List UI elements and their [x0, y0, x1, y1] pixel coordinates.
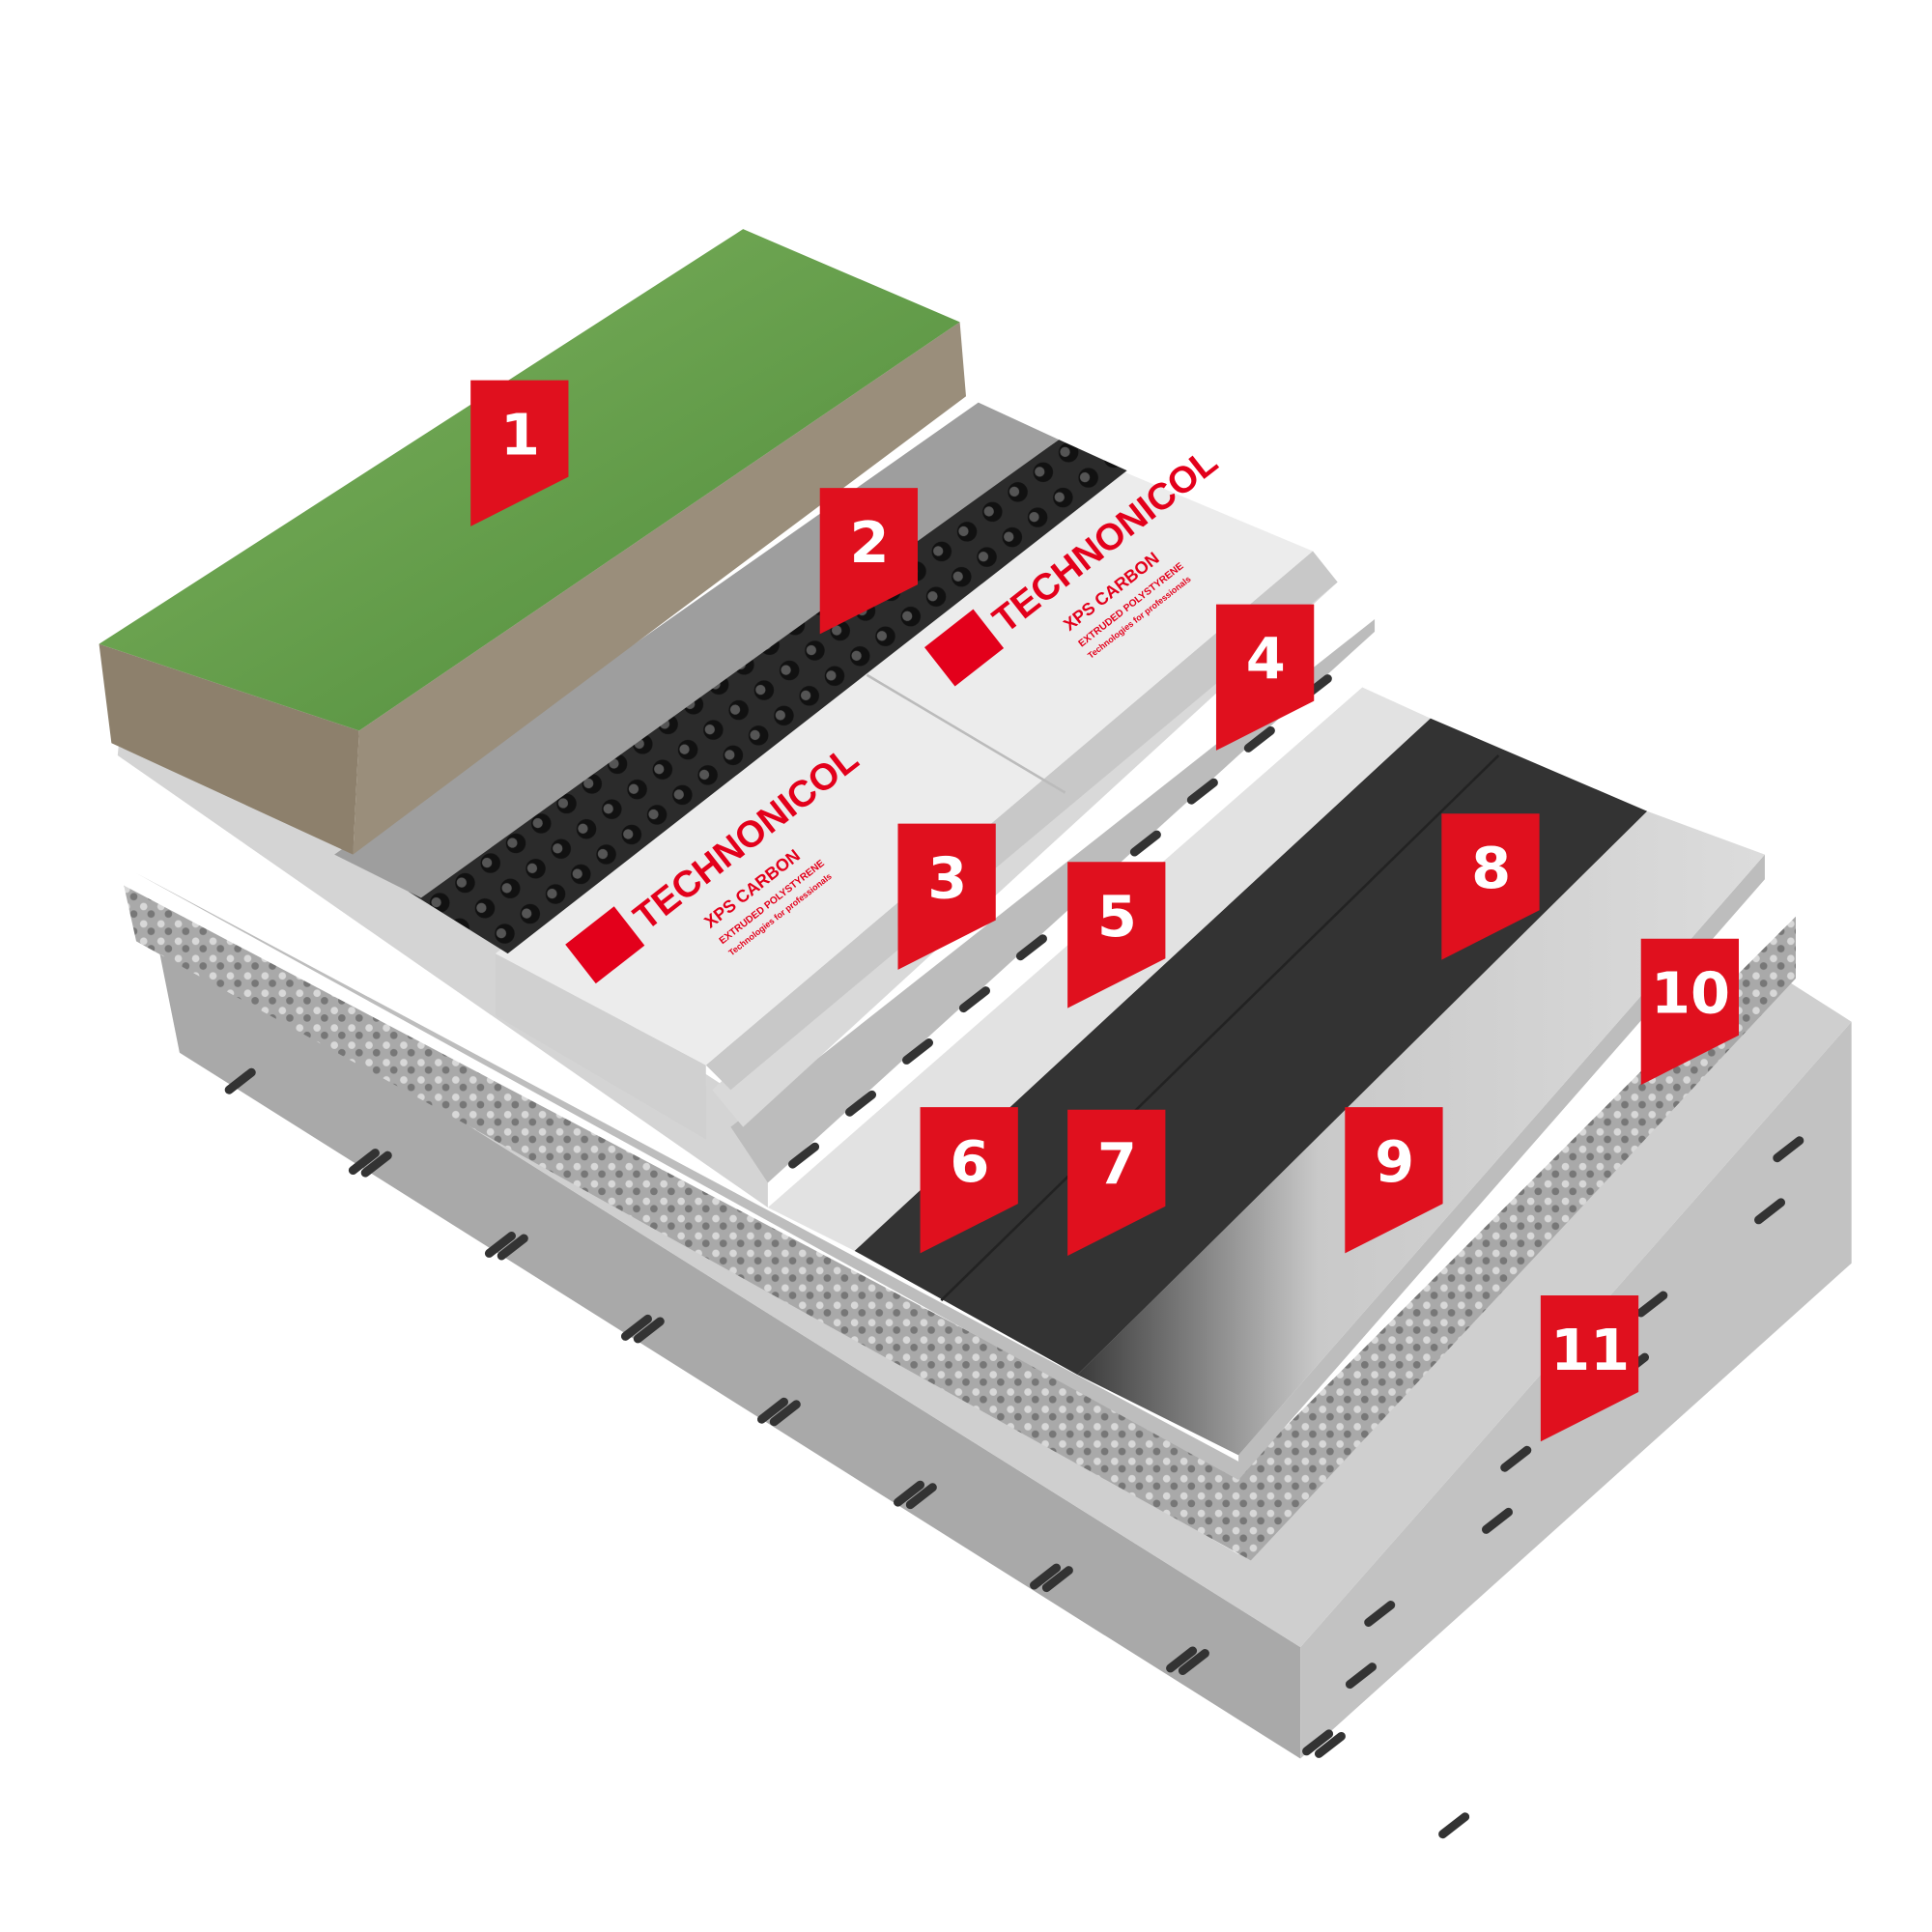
marker-number: 2 [849, 509, 889, 576]
layer-marker-7: 7 [1067, 1109, 1166, 1256]
layer-marker-2: 2 [819, 488, 918, 635]
layer-markers: 1 2 3 4 5 6 7 8 9 10 11 [470, 380, 1739, 1442]
marker-number: 6 [950, 1128, 989, 1195]
rebar-pin [1773, 1136, 1804, 1163]
brand-logo-icon [923, 609, 1005, 687]
rebar-pin [1636, 1291, 1668, 1318]
marker-flag [1067, 862, 1166, 1009]
marker-flag [1640, 938, 1739, 1086]
marker-number: 1 [500, 402, 540, 469]
marker-number: 5 [1097, 883, 1137, 950]
rebar-pin [1438, 1812, 1470, 1839]
layer-marker-5: 5 [1067, 862, 1166, 1009]
rebar-pin [845, 1090, 877, 1117]
layer-marker-6: 6 [920, 1107, 1018, 1254]
marker-flag [470, 380, 569, 526]
rebar-pin [497, 1234, 528, 1261]
rebar-pin [756, 1397, 789, 1424]
rebar-pin [1500, 1445, 1532, 1472]
marker-flag [819, 488, 918, 635]
rebar-pin [1041, 1566, 1073, 1593]
layer-marker-4: 4 [1215, 604, 1315, 751]
marker-number: 7 [1097, 1131, 1137, 1198]
rebar-pin [769, 1400, 801, 1427]
layer-marker-8: 8 [1441, 813, 1540, 960]
rebar-pin [1364, 1601, 1396, 1627]
rebar-pin [1243, 725, 1275, 753]
rebar-pin [1129, 830, 1161, 857]
marker-flag [1345, 1107, 1443, 1254]
xps-board-stack [117, 470, 1376, 1208]
marker-flag [920, 1107, 1018, 1254]
rebar-pin [1345, 1662, 1377, 1690]
marker-number: 8 [1471, 835, 1511, 901]
rebar-pin [958, 986, 990, 1013]
marker-flag [1441, 813, 1540, 960]
gravel-layer [124, 885, 1796, 1561]
rebar-pin [901, 1038, 934, 1065]
rebar-pin [1030, 1563, 1062, 1590]
brand-logo-icon [565, 906, 645, 984]
rebar-pin [1178, 1649, 1209, 1675]
rebar-pin [484, 1232, 516, 1258]
marker-flag [1540, 1295, 1639, 1442]
rebar-pin [1186, 778, 1218, 805]
marker-flag [1067, 1109, 1166, 1256]
marker-number: 10 [1651, 960, 1730, 1027]
marker-flag [1215, 604, 1315, 751]
layer-marker-9: 9 [1345, 1107, 1443, 1254]
rebar-pin [620, 1314, 652, 1341]
rebar-pin [360, 1151, 392, 1178]
rebar-pin [1015, 934, 1047, 961]
layer-marker-1: 1 [470, 380, 569, 526]
rebar-pin [633, 1317, 665, 1344]
marker-number: 11 [1550, 1317, 1630, 1383]
rebar-pin [1481, 1507, 1514, 1534]
rebar-pin [905, 1483, 937, 1510]
rebar-pin [1302, 1729, 1334, 1756]
rebar-pin [894, 1480, 925, 1507]
marker-number: 4 [1246, 626, 1286, 693]
rebar-pin [788, 1142, 820, 1169]
layer-marker-3: 3 [897, 823, 996, 970]
rebar-pin [1754, 1198, 1786, 1225]
marker-number: 9 [1375, 1128, 1414, 1195]
layer-marker-11: 11 [1540, 1295, 1639, 1442]
marker-number: 3 [927, 844, 967, 911]
membrane-seam [940, 754, 1500, 1302]
rebar-pin [1314, 1731, 1346, 1758]
rebar-pin [1166, 1646, 1198, 1673]
rebar-pin [224, 1067, 256, 1094]
marker-flag [897, 823, 996, 970]
layer-marker-10: 10 [1640, 938, 1739, 1086]
rebar-pin [348, 1149, 380, 1176]
drainage-membrane [409, 440, 1127, 954]
